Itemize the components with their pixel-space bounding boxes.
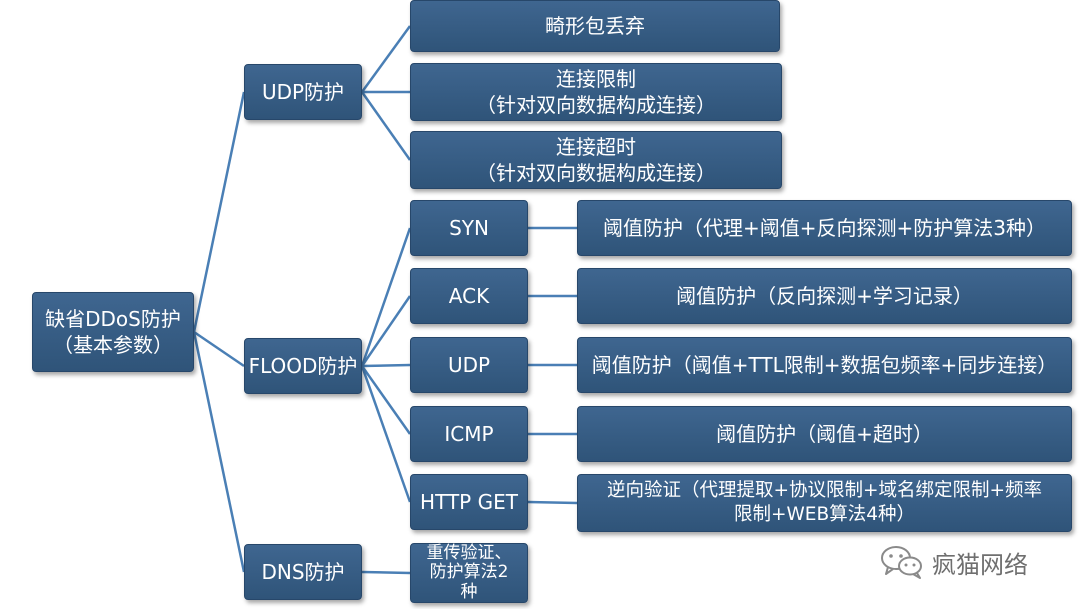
- connector-root-to-flood: [193, 330, 245, 368]
- udp-item-connection-limit-note: （针对双向数据构成连接）: [476, 93, 716, 117]
- flood-item-syn-label: SYN: [449, 216, 489, 240]
- root-subtitle: （基本参数）: [53, 333, 173, 357]
- flood-item-ack-label: ACK: [448, 284, 490, 308]
- connector-flood-to-item-4: [360, 365, 412, 503]
- flood-item-syn: SYN: [410, 200, 528, 256]
- flood-item-ack: ACK: [410, 268, 528, 324]
- connector-dns-to-item: [361, 570, 411, 575]
- dns-item-line2: 防护算法2: [429, 562, 509, 583]
- dns-item-line3: 种: [460, 581, 478, 602]
- udp-item-connection-timeout: 连接超时 （针对双向数据构成连接）: [410, 131, 782, 189]
- watermark-text: 疯猫网络: [932, 550, 1028, 579]
- flood-item-icmp: ICMP: [410, 406, 528, 462]
- flood-detail-icmp-text: 阈值防护（阈值+超时）: [716, 422, 933, 446]
- connector-flood-to-item-0: [360, 227, 412, 367]
- root-title: 缺省DDoS防护: [45, 307, 181, 331]
- connector-item-to-detail-4: [527, 500, 578, 505]
- flood-detail-http-get-line1: 逆向验证（代理提取+协议限制+域名绑定限制+频率: [606, 479, 1042, 501]
- flood-item-http-get-label: HTTP GET: [420, 490, 518, 514]
- category-dns-label: DNS防护: [261, 560, 345, 584]
- category-udp-protection: UDP防护: [244, 64, 362, 120]
- connector-flood-to-item-3: [360, 365, 412, 435]
- flood-detail-udp: 阈值防护（阈值+TTL限制+数据包频率+同步连接）: [577, 337, 1072, 393]
- flood-item-http-get: HTTP GET: [410, 474, 528, 530]
- udp-item-connection-limit: 连接限制 （针对双向数据构成连接）: [410, 63, 782, 121]
- wechat-icon: [881, 546, 922, 579]
- flood-item-icmp-label: ICMP: [444, 422, 494, 446]
- flood-item-udp-label: UDP: [447, 353, 491, 377]
- flood-detail-http-get: 逆向验证（代理提取+协议限制+域名绑定限制+频率 限制+WEB算法4种）: [577, 474, 1072, 532]
- udp-item-connection-timeout-note: （针对双向数据构成连接）: [476, 161, 716, 185]
- category-udp-label: UDP防护: [261, 80, 345, 104]
- connector-root-to-dns: [192, 331, 246, 573]
- flood-detail-ack-text: 阈值防护（反向探测+学习记录）: [676, 284, 973, 308]
- category-flood-label: FLOOD防护: [248, 354, 358, 378]
- flood-detail-syn: 阈值防护（代理+阈值+反向探测+防护算法3种）: [577, 200, 1072, 256]
- connector-udp-0: [360, 25, 412, 93]
- udp-item-malformed-drop-label: 畸形包丢弃: [545, 14, 645, 38]
- connector-flood-to-item-2: [361, 363, 411, 368]
- flood-detail-ack: 阈值防护（反向探测+学习记录）: [577, 268, 1072, 324]
- connector-flood-to-item-1: [360, 295, 412, 367]
- flood-detail-syn-text: 阈值防护（代理+阈值+反向探测+防护算法3种）: [603, 216, 1046, 240]
- flood-item-udp: UDP: [410, 337, 528, 393]
- dns-item-retransmit-verify: 重传验证、 防护算法2 种: [410, 543, 528, 603]
- flood-detail-udp-text: 阈值防护（阈值+TTL限制+数据包频率+同步连接）: [591, 353, 1058, 377]
- udp-item-connection-limit-title: 连接限制: [556, 67, 636, 91]
- connector-root-to-udp: [192, 91, 246, 333]
- category-flood-protection: FLOOD防护: [244, 338, 362, 394]
- connector-udp-2: [360, 91, 412, 161]
- category-dns-protection: DNS防护: [244, 544, 362, 600]
- dns-item-line1: 重传验证、: [426, 542, 512, 563]
- udp-item-connection-timeout-title: 连接超时: [556, 135, 636, 159]
- watermark: 疯猫网络: [880, 542, 1028, 582]
- flood-detail-icmp: 阈值防护（阈值+超时）: [577, 406, 1072, 462]
- udp-item-malformed-drop: 畸形包丢弃: [410, 0, 780, 52]
- root-node: 缺省DDoS防护 （基本参数）: [32, 292, 194, 372]
- flood-detail-http-get-line2: 限制+WEB算法4种）: [734, 504, 915, 525]
